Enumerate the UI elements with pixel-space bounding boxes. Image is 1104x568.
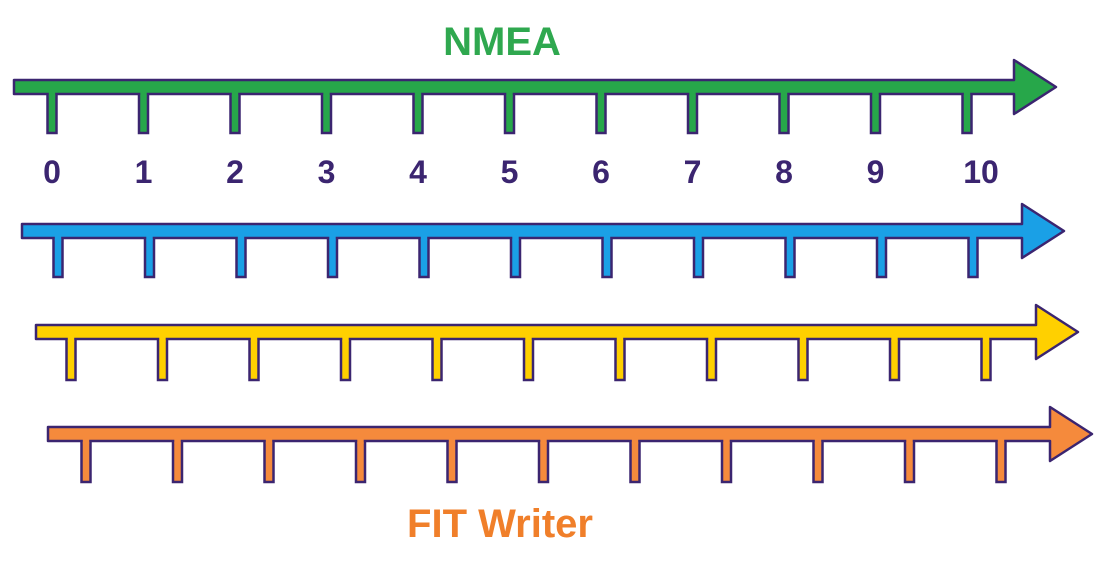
tick-joint	[265, 438, 273, 444]
tick-joint	[48, 91, 56, 97]
tick-joint	[982, 336, 990, 342]
tick-joint	[146, 235, 153, 241]
tick-joint	[82, 438, 90, 444]
tick-joint	[708, 336, 715, 342]
tick-joint	[616, 336, 624, 342]
tick-label: 4	[409, 154, 427, 190]
tick-joint	[597, 91, 605, 97]
tick-joint	[603, 235, 611, 241]
tick-joint	[723, 438, 730, 444]
tick-joint	[420, 235, 428, 241]
tick-label: 9	[867, 154, 885, 190]
tick-joint	[780, 91, 788, 97]
tick-joint	[54, 235, 62, 241]
tick-joint	[448, 438, 456, 444]
tick-joint	[891, 336, 898, 342]
fit-writer-title: FIT Writer	[407, 502, 593, 546]
tick-label: 6	[592, 154, 610, 190]
timeline-arrow	[12, 58, 1058, 116]
tick-joint	[906, 438, 913, 444]
tick-label: 7	[684, 154, 702, 190]
tick-joint	[814, 438, 822, 444]
tick-joint	[323, 91, 330, 97]
tick-joint	[67, 336, 75, 342]
tick-joint	[525, 336, 532, 342]
tick-label: 1	[135, 154, 153, 190]
timeline-arrow	[20, 202, 1066, 260]
tick-joint	[342, 336, 349, 342]
tick-label: 0	[43, 154, 61, 190]
tick-joint	[512, 235, 519, 241]
yellow-timeline	[34, 303, 1080, 382]
tick-joint	[237, 235, 245, 241]
tick-label: 8	[775, 154, 793, 190]
tick-joint	[969, 235, 977, 241]
tick-joint	[174, 438, 181, 444]
tick-joint	[414, 91, 422, 97]
timeline-arrow	[34, 303, 1080, 361]
tick-joint	[997, 438, 1005, 444]
green-timeline	[12, 58, 1058, 135]
tick-joint	[963, 91, 971, 97]
tick-label: 10	[963, 154, 999, 190]
tick-joint	[506, 91, 513, 97]
tick-joint	[631, 438, 639, 444]
tick-joint	[140, 91, 147, 97]
tick-joint	[695, 235, 702, 241]
tick-labels: 0 1 2 3 4 5 6 7 8 9 10	[43, 154, 999, 190]
tick-joint	[799, 336, 807, 342]
tick-joint	[250, 336, 258, 342]
tick-joint	[231, 91, 239, 97]
tick-joint	[329, 235, 336, 241]
tick-joint	[878, 235, 885, 241]
timelines	[12, 58, 1094, 484]
timeline-arrow	[46, 405, 1094, 463]
tick-joint	[540, 438, 547, 444]
orange-timeline	[46, 405, 1094, 484]
nmea-title: NMEA	[443, 20, 561, 64]
tick-joint	[786, 235, 794, 241]
blue-timeline	[20, 202, 1066, 279]
tick-label: 2	[226, 154, 244, 190]
tick-label: 5	[501, 154, 519, 190]
tick-joint	[872, 91, 879, 97]
tick-label: 3	[318, 154, 336, 190]
tick-joint	[357, 438, 364, 444]
tick-joint	[433, 336, 441, 342]
tick-joint	[159, 336, 166, 342]
tick-joint	[689, 91, 696, 97]
